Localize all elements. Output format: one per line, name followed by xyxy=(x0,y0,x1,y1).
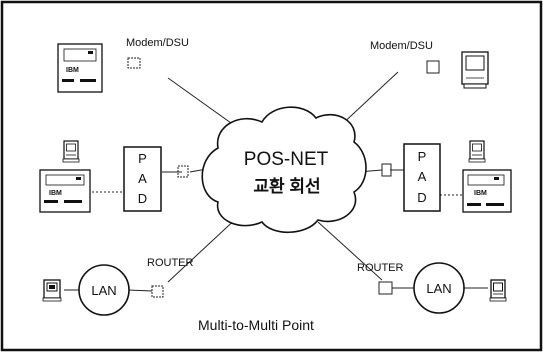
router-left-label: ROUTER xyxy=(147,257,194,269)
svg-text:D: D xyxy=(138,191,147,206)
terminal-right-icon xyxy=(468,140,486,163)
svg-text:IBM: IBM xyxy=(49,190,62,197)
svg-text:A: A xyxy=(418,169,427,184)
svg-text:LAN: LAN xyxy=(91,283,116,298)
pc-bottom-right-icon xyxy=(489,279,507,302)
svg-text:P: P xyxy=(138,151,147,166)
modem-left-label: Modem/DSU xyxy=(126,37,189,49)
router-right-label: ROUTER xyxy=(357,262,404,274)
line-lan-left-router xyxy=(127,289,153,292)
pad-right-box: P A D xyxy=(403,143,441,212)
cloud-shape xyxy=(201,106,367,233)
modem-left-box xyxy=(127,57,141,69)
modem-right-label: Modem/DSU xyxy=(370,40,433,52)
line-cloud-router-left xyxy=(167,214,241,283)
connection-lines xyxy=(64,71,488,292)
mac-computer-top-right-icon xyxy=(461,51,489,89)
cloud-subtitle: 교환 회선 xyxy=(253,177,320,196)
svg-text:D: D xyxy=(417,190,426,205)
diagram-caption: Multi-to-Multi Point xyxy=(198,317,314,333)
line-modem-left-cloud xyxy=(167,77,239,129)
svg-text:P: P xyxy=(418,149,427,164)
port-right-box xyxy=(381,163,392,177)
svg-text:A: A xyxy=(138,171,147,186)
line-cloud-router-right xyxy=(317,221,383,281)
cloud-title: POS-NET xyxy=(244,149,329,170)
pad-left-box: P A D xyxy=(123,146,162,212)
modem-right-box xyxy=(426,60,440,74)
lan-left-circle: LAN xyxy=(78,264,130,316)
router-right-box xyxy=(378,281,393,295)
ibm-mainframe-right-icon: IBM xyxy=(462,169,512,213)
pc-bottom-left-icon xyxy=(42,279,62,302)
ibm-mainframe-top-left-icon: IBM xyxy=(57,43,103,93)
svg-text:IBM: IBM xyxy=(474,190,487,197)
port-left-box xyxy=(177,165,189,178)
lan-right-circle: LAN xyxy=(413,262,465,314)
terminal-left-icon xyxy=(62,140,80,163)
router-left-box xyxy=(151,285,164,298)
svg-text:IBM: IBM xyxy=(66,67,79,74)
svg-text:LAN: LAN xyxy=(426,281,451,296)
line-modem-right-cloud xyxy=(337,71,399,129)
ibm-mainframe-left-icon: IBM xyxy=(39,169,91,213)
